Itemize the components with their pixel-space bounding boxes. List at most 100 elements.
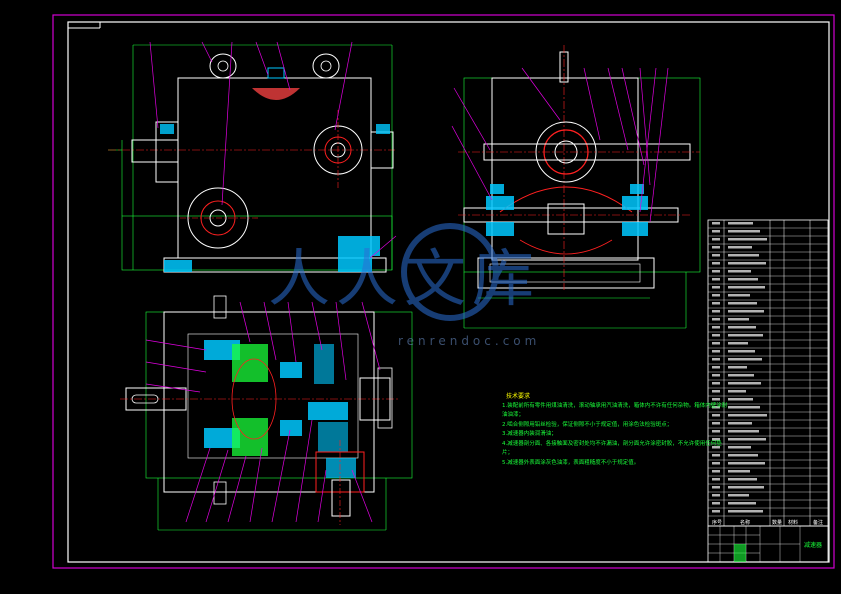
parts-row-text-mark: [728, 374, 754, 377]
parts-row-index-mark: [712, 238, 720, 241]
parts-row-text-mark: [728, 382, 761, 385]
parts-list-table: 序号 名称 数量 材料 备注: [707, 219, 829, 527]
output-shaft-lower: [331, 479, 351, 517]
parts-row-index-mark: [712, 454, 720, 457]
parts-row-text-mark: [728, 430, 759, 433]
parts-row-index-mark: [712, 414, 720, 417]
parts-row-text-mark: [728, 462, 765, 465]
parts-row-text-mark: [728, 230, 760, 233]
parts-row-index-mark: [712, 502, 720, 505]
lifting-lug-left: [209, 53, 237, 79]
parts-row-index-mark: [712, 382, 720, 385]
parts-row-index-mark: [712, 486, 720, 489]
technical-requirements-title: 技术要求: [506, 393, 531, 400]
title-block: 减速器: [707, 525, 829, 563]
worm-wheel-arc: [499, 186, 633, 213]
section-housing: [163, 311, 375, 493]
side-base-inner: [489, 263, 641, 283]
header-cell: 材料: [788, 519, 798, 526]
technical-requirements: 技术要求 1.装配前所有零件用煤油清洗，滚动轴承用汽油清洗，箱体内不许有任何杂物…: [502, 392, 732, 468]
bearing-hatch: [622, 196, 648, 210]
parts-row-index-mark: [712, 406, 720, 409]
parts-row-index-mark: [712, 222, 720, 225]
bearing-hatch: [486, 222, 514, 236]
parts-row-text-mark: [728, 486, 764, 489]
side-housing: [491, 77, 639, 261]
bearing-hatch: [280, 362, 302, 378]
parts-row-text-mark: [728, 414, 767, 417]
parts-row-index-mark: [712, 398, 720, 401]
shaft-end-hatch: [160, 124, 174, 134]
parts-row-text-mark: [728, 262, 766, 265]
requirement-item: 4.减速器剖分面、各接触面及密封处均不许漏油，剖分面允许涂密封胶，不允许使用任何…: [502, 440, 722, 457]
header-cell: 备注: [813, 519, 823, 526]
title-block-green-cell: [734, 544, 746, 562]
right-flange: [359, 377, 391, 421]
parts-row-index-mark: [712, 438, 720, 441]
parts-row-text-mark: [728, 342, 748, 345]
section-inner-cavity: [187, 333, 359, 459]
gear-section: [232, 344, 268, 382]
parts-row-index-mark: [712, 366, 720, 369]
worm-wheel-arc: [519, 239, 613, 255]
parts-row-index-mark: [712, 334, 720, 337]
parts-row-text-mark: [728, 470, 750, 473]
header-cell: 序号: [712, 519, 722, 526]
parts-row-index-mark: [712, 302, 720, 305]
hatch-foot: [372, 236, 380, 256]
parts-row-index-mark: [712, 278, 720, 281]
parts-row-text-mark: [728, 510, 763, 513]
lug-hole: [217, 60, 229, 72]
parts-row-index-mark: [712, 262, 720, 265]
parts-list-header: 序号 名称 数量 材料 备注: [712, 519, 823, 526]
header-cell: 名称: [740, 519, 750, 526]
bearing-hatch: [204, 428, 240, 448]
parts-row-text-mark: [728, 318, 749, 321]
parts-row-text-mark: [728, 502, 756, 505]
parts-row-text-mark: [728, 366, 747, 369]
parts-row-text-mark: [728, 390, 746, 393]
parts-row-index-mark: [712, 462, 720, 465]
parts-row-index-mark: [712, 342, 720, 345]
parts-row-index-mark: [712, 286, 720, 289]
side-base: [477, 257, 655, 289]
parts-row-index-mark: [712, 326, 720, 329]
parts-row-text-mark: [728, 222, 753, 225]
parts-row-text-mark: [728, 446, 751, 449]
parts-row-index-mark: [712, 270, 720, 273]
lifting-lug-right: [312, 53, 340, 79]
parts-row-text-mark: [728, 422, 752, 425]
parts-row-text-mark: [728, 246, 752, 249]
parts-row-index-mark: [712, 294, 720, 297]
parts-row-index-mark: [712, 254, 720, 257]
parts-row-text-mark: [728, 254, 759, 257]
leader-lines: [149, 41, 397, 259]
drawing-frame: [67, 21, 830, 563]
parts-row-index-mark: [712, 422, 720, 425]
leader-lines: [145, 301, 381, 523]
bearing-hatch: [204, 340, 240, 360]
parts-row-index-mark: [712, 446, 720, 449]
parts-row-text-mark: [728, 478, 757, 481]
parts-row-index-mark: [712, 350, 720, 353]
bolt: [213, 481, 227, 505]
parts-row-text-mark: [728, 398, 753, 401]
drawing-title: 减速器: [804, 541, 822, 549]
vent-plug: [267, 67, 285, 79]
bearing-hatch: [318, 422, 348, 452]
parts-row-index-mark: [712, 430, 720, 433]
inspection-cover: [252, 88, 300, 100]
parts-row-text-mark: [728, 334, 763, 337]
sheet-border: [52, 14, 835, 569]
parts-row-index-mark: [712, 246, 720, 249]
parts-row-text-mark: [728, 238, 767, 241]
parts-row-text-mark: [728, 438, 766, 441]
side-view: [451, 45, 701, 329]
hatch-base-right: [338, 236, 372, 272]
parts-row-index-mark: [712, 494, 720, 497]
hatch-base-left: [164, 260, 192, 272]
parts-row-text-mark: [728, 294, 750, 297]
parts-row-index-mark: [712, 358, 720, 361]
parts-row-index-mark: [712, 470, 720, 473]
